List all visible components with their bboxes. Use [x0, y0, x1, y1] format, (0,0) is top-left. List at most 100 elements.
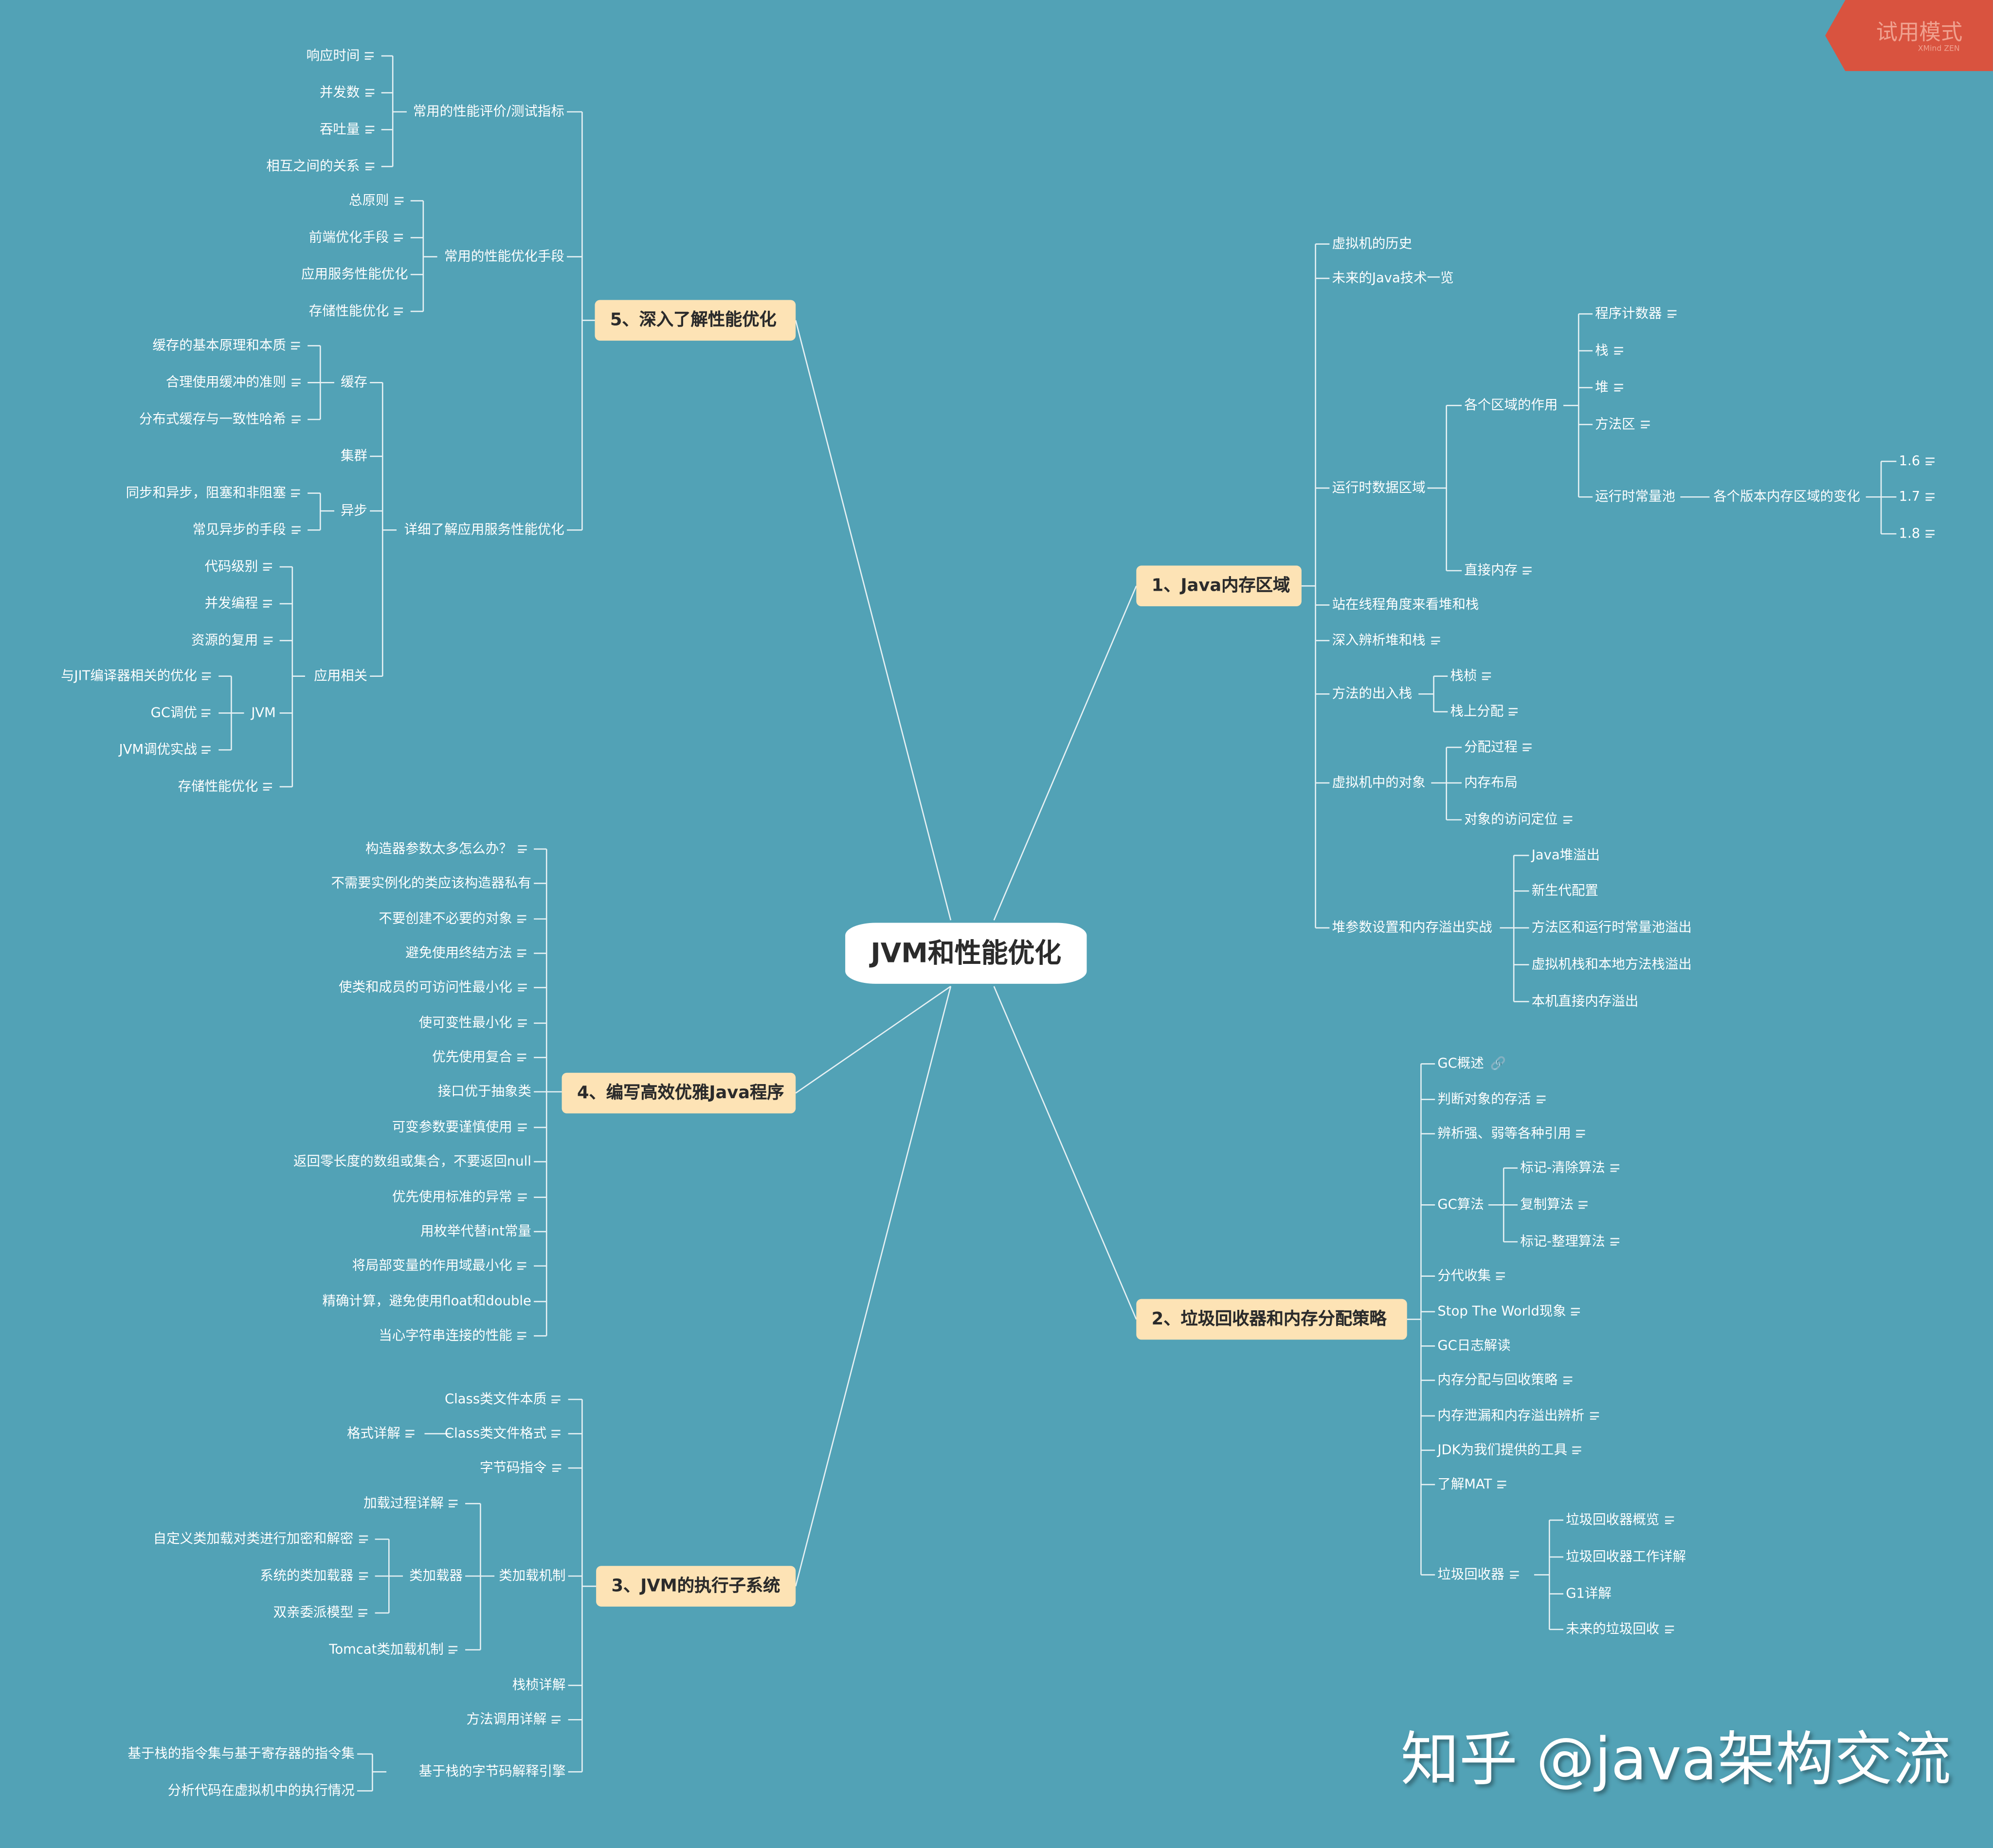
topic-b5-c2[interactable]: 常用的性能优化手段 [444, 248, 564, 266]
notes-icon[interactable] [1497, 1481, 1506, 1488]
topic-b5-c1[interactable]: 常用的性能评价/测试指标 [413, 103, 564, 121]
topic-b4-c2[interactable]: 不需要实例化的类应该构造器私有 [331, 874, 531, 892]
topic-b5-c3b[interactable]: 集群 [341, 447, 367, 465]
topic-b2-c7[interactable]: GC日志解读 [1437, 1337, 1510, 1355]
topic-b4-c5[interactable]: 使类和成员的可访问性最小化 [339, 978, 531, 996]
notes-icon[interactable] [1571, 1307, 1580, 1316]
notes-icon[interactable] [1610, 1164, 1619, 1172]
topic-b2-c3[interactable]: 辨析强、弱等各种引用 [1437, 1125, 1590, 1143]
notes-icon[interactable] [449, 1646, 458, 1654]
topic-b3-c2a[interactable]: 格式详解 [347, 1425, 419, 1443]
topic-b1-c8e[interactable]: 本机直接内存溢出 [1532, 993, 1638, 1011]
topic-b4-c4[interactable]: 避免使用终结方法 [405, 944, 531, 962]
topic-b4-c6[interactable]: 使可变性最小化 [419, 1015, 531, 1033]
notes-icon[interactable] [517, 1053, 526, 1062]
notes-icon[interactable] [263, 563, 272, 571]
topic-b1-c6a[interactable]: 栈桢 [1450, 667, 1496, 685]
topic-b3-c2[interactable]: Class类文件格式 [445, 1425, 565, 1443]
topic-b5-c3d4a[interactable]: 与JIT编译器相关的优化 [61, 667, 216, 685]
topic-b5-c1b[interactable]: 并发数 [320, 84, 379, 102]
topic-b3-c4[interactable]: 类加载机制 [499, 1567, 565, 1585]
topic-b3-c6[interactable]: 方法调用详解 [467, 1711, 566, 1729]
topic-b5-c3a1[interactable]: 缓存的基本原理和本质 [152, 337, 305, 355]
topic-b5-c2d[interactable]: 存储性能优化 [309, 303, 408, 321]
topic-b2-c4b[interactable]: 复制算法 [1520, 1196, 1593, 1214]
topic-b5-c3d5[interactable]: 存储性能优化 [178, 778, 277, 796]
topic-b2-c12[interactable]: 垃圾回收器 [1437, 1566, 1523, 1584]
topic-b5-c3d2[interactable]: 并发编程 [205, 595, 277, 613]
branch-b1[interactable]: 1、Java内存区域 [1136, 565, 1302, 607]
topic-b2-c12a[interactable]: 垃圾回收器概览 [1566, 1511, 1678, 1529]
notes-icon[interactable] [364, 126, 374, 134]
topic-b1-c3a4[interactable]: 方法区 [1595, 416, 1654, 434]
notes-icon[interactable] [291, 342, 300, 350]
topic-b5-c3d3[interactable]: 资源的复用 [191, 632, 277, 650]
notes-icon[interactable] [1925, 457, 1934, 466]
notes-icon[interactable] [517, 1123, 526, 1131]
notes-icon[interactable] [1589, 1412, 1598, 1420]
notes-icon[interactable] [449, 1500, 458, 1508]
topic-b5-c3d[interactable]: 应用相关 [314, 667, 367, 685]
notes-icon[interactable] [517, 1193, 526, 1201]
notes-icon[interactable] [1508, 707, 1518, 716]
topic-b1-c3a3[interactable]: 堆 [1595, 379, 1628, 397]
topic-b3-c4b3[interactable]: 双亲委派模型 [273, 1604, 373, 1622]
notes-icon[interactable] [1509, 1571, 1519, 1579]
notes-icon[interactable] [1925, 530, 1934, 538]
topic-b1-c7b[interactable]: 内存布局 [1464, 774, 1518, 792]
branch-b2[interactable]: 2、垃圾回收器和内存分配策略 [1136, 1299, 1407, 1340]
notes-icon[interactable] [405, 1430, 415, 1438]
notes-icon[interactable] [364, 89, 374, 97]
notes-icon[interactable] [202, 746, 211, 754]
topic-b1-c3a2[interactable]: 栈 [1595, 342, 1628, 360]
notes-icon[interactable] [1572, 1446, 1581, 1454]
topic-b1-v17[interactable]: 1.7 [1899, 488, 1939, 506]
notes-icon[interactable] [551, 1395, 561, 1403]
topic-b3-c3[interactable]: 字节码指令 [480, 1459, 565, 1477]
notes-icon[interactable] [1640, 420, 1649, 429]
topic-b4-c14[interactable]: 精确计算，避免使用float和double [323, 1293, 531, 1311]
notes-icon[interactable] [394, 234, 403, 242]
topic-b3-c4b[interactable]: 类加载器 [409, 1567, 463, 1585]
topic-b1-c1[interactable]: 虚拟机的历史 [1332, 235, 1413, 253]
topic-b1-c7c[interactable]: 对象的访问定位 [1464, 811, 1576, 829]
topic-b4-c3[interactable]: 不要创建不必要的对象 [379, 910, 531, 928]
topic-b4-c12[interactable]: 用枚举代替int常量 [420, 1223, 531, 1241]
notes-icon[interactable] [291, 379, 300, 387]
notes-icon[interactable] [1431, 636, 1440, 645]
topic-b5-c1c[interactable]: 吞吐量 [320, 121, 379, 139]
trial-mode-badge[interactable]: 试用模式 XMind ZEN [1825, 0, 1993, 72]
notes-icon[interactable] [1496, 1272, 1505, 1280]
link-icon[interactable]: 🔗 [1490, 1057, 1506, 1072]
topic-b1-v16[interactable]: 1.6 [1899, 453, 1939, 471]
notes-icon[interactable] [517, 1262, 526, 1270]
topic-b5-c2b[interactable]: 前端优化手段 [309, 229, 408, 247]
topic-b4-c7[interactable]: 优先使用复合 [432, 1049, 531, 1067]
topic-b2-c6[interactable]: Stop The World现象 [1437, 1303, 1585, 1321]
topic-b2-c1[interactable]: GC概述🔗 [1437, 1055, 1506, 1074]
topic-b1-v18[interactable]: 1.8 [1899, 525, 1939, 543]
topic-b3-c1[interactable]: Class类文件本质 [445, 1391, 565, 1409]
topic-b5-c3[interactable]: 详细了解应用服务性能优化 [404, 521, 564, 539]
topic-b5-c1a[interactable]: 响应时间 [307, 47, 379, 65]
notes-icon[interactable] [358, 1609, 367, 1617]
topic-b5-c3d1[interactable]: 代码级别 [205, 558, 277, 576]
notes-icon[interactable] [202, 672, 211, 680]
topic-b1-c3[interactable]: 运行时数据区域 [1332, 479, 1426, 497]
notes-icon[interactable] [291, 526, 300, 534]
notes-icon[interactable] [517, 915, 526, 923]
notes-icon[interactable] [1522, 743, 1532, 751]
topic-b2-c12b[interactable]: 垃圾回收器工作详解 [1566, 1548, 1686, 1566]
topic-b3-c7b[interactable]: 分析代码在虚拟机中的执行情况 [168, 1782, 355, 1800]
topic-b5-c3a3[interactable]: 分布式缓存与一致性哈希 [139, 411, 305, 429]
topic-b1-c6[interactable]: 方法的出入栈 [1332, 685, 1413, 703]
notes-icon[interactable] [394, 197, 403, 205]
notes-icon[interactable] [1613, 347, 1623, 355]
topic-b1-c3b[interactable]: 直接内存 [1464, 562, 1537, 580]
topic-b5-c3d4[interactable]: JVM [251, 704, 276, 722]
topic-b1-c7a[interactable]: 分配过程 [1464, 739, 1537, 757]
notes-icon[interactable] [517, 1019, 526, 1027]
notes-icon[interactable] [1522, 567, 1532, 575]
topic-b1-c8d[interactable]: 虚拟机栈和本地方法栈溢出 [1532, 956, 1692, 974]
branch-b4[interactable]: 4、编写高效优雅Java程序 [562, 1072, 796, 1114]
